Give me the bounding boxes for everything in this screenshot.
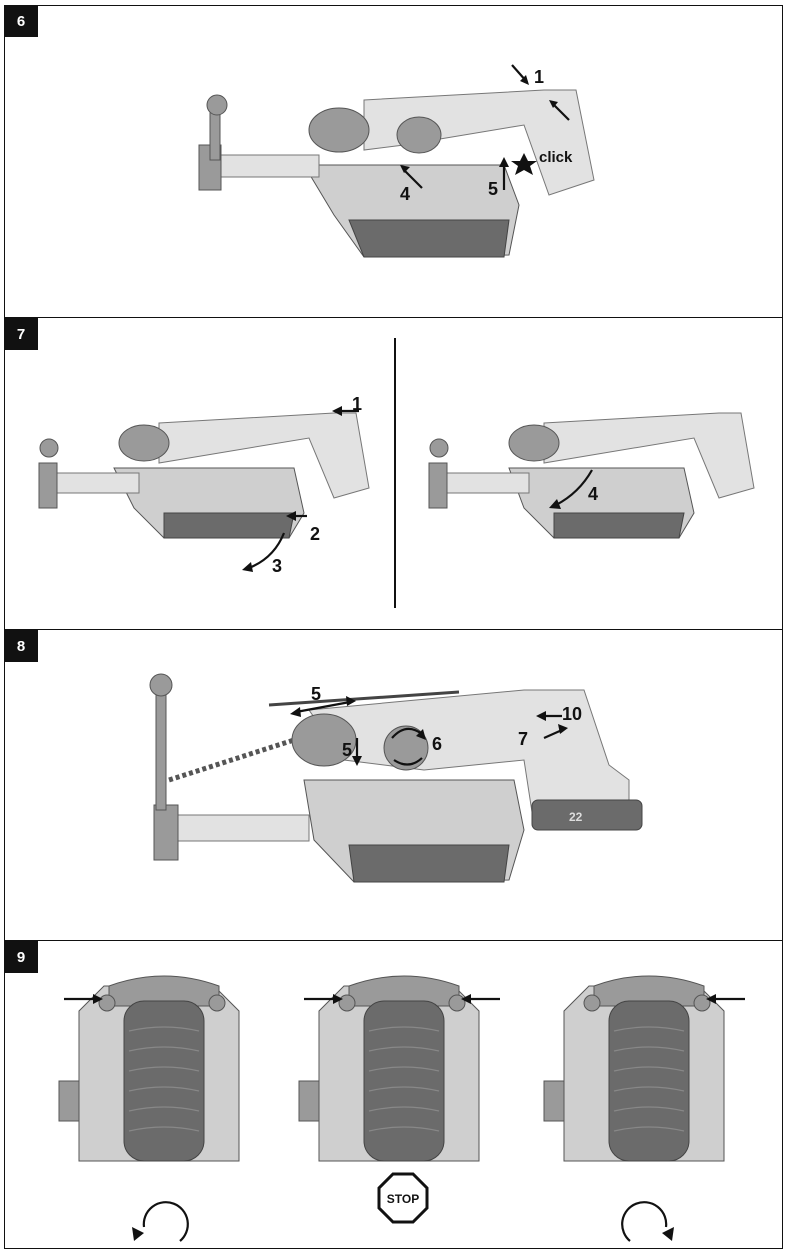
- callout-5: 5: [488, 179, 498, 199]
- handle-view-middle: STOP: [298, 975, 500, 1224]
- depth-gauge: [268, 690, 460, 707]
- handle-view-right: [543, 975, 745, 1242]
- panel-8: 8 22 5 5 6 10 7: [4, 630, 783, 941]
- callout-5-side: 5: [342, 740, 352, 760]
- callout-7: 7: [518, 729, 528, 749]
- panel-6: 6 1 4 5 click: [4, 5, 783, 318]
- callout-6: 6: [432, 734, 442, 754]
- callout-10: 10: [562, 704, 582, 724]
- panel-9: 9: [4, 941, 783, 1249]
- tube-end-cap: [153, 804, 179, 861]
- handle-view-left: [58, 975, 240, 1242]
- suction-arm: [155, 684, 167, 811]
- suction-head: [149, 673, 173, 697]
- battery-pack: [531, 799, 643, 831]
- rotate-cw-icon: [621, 1201, 668, 1242]
- figure-6-drawing: 1 4 5 click: [198, 64, 595, 258]
- dust-container-left: [163, 512, 295, 539]
- callout-4: 4: [400, 184, 410, 204]
- suction-head-right: [429, 438, 449, 458]
- callouts-6: 1 4 5 click: [400, 64, 573, 204]
- callout-2: 2: [310, 524, 320, 544]
- drill-right: [543, 412, 755, 499]
- function-selector: [383, 725, 429, 771]
- figure-9-drawing: STOP: [58, 975, 745, 1242]
- drill-chuck: [308, 107, 370, 153]
- panel-number: 7: [4, 318, 38, 350]
- tube-cap-right: [428, 462, 448, 509]
- callout-5-top: 5: [311, 684, 321, 704]
- figure-8-drawing: 22 5 5 6 10 7: [149, 673, 643, 883]
- callout-1: 1: [534, 67, 544, 87]
- drill-bit: [168, 737, 295, 783]
- page-frame: [4, 5, 783, 1249]
- tube-cap-left: [38, 462, 58, 509]
- stop-sign-icon: [377, 1172, 429, 1224]
- panel-number: 9: [4, 941, 38, 973]
- telescopic-tube: [168, 814, 310, 842]
- battery-label: 22: [569, 810, 583, 824]
- dust-container: [348, 844, 510, 883]
- suction-head-left: [39, 438, 59, 458]
- hammer-drill-body: [363, 89, 595, 196]
- tube-left: [48, 472, 140, 494]
- rotate-ccw-icon: [142, 1201, 189, 1242]
- click-star-icon: [511, 153, 537, 175]
- callout-4-right: 4: [588, 484, 598, 504]
- chuck-left: [118, 424, 170, 462]
- side-handle-base: [396, 116, 442, 154]
- dust-container: [348, 219, 510, 258]
- telescopic-tube: [208, 154, 320, 178]
- panel-number: 6: [4, 5, 38, 37]
- panel-7: 7 1 2 3 4: [4, 318, 783, 630]
- tube-right: [438, 472, 530, 494]
- suction-head: [206, 94, 228, 116]
- callout-3: 3: [272, 556, 282, 576]
- figure-7-drawing: 1 2 3 4: [38, 338, 755, 608]
- click-label: click: [539, 149, 573, 166]
- chuck-right: [508, 424, 560, 462]
- stop-label: STOP: [387, 1192, 419, 1206]
- panel-number: 8: [4, 630, 38, 662]
- callout-1-left: 1: [352, 394, 362, 414]
- dust-container-right: [553, 512, 685, 539]
